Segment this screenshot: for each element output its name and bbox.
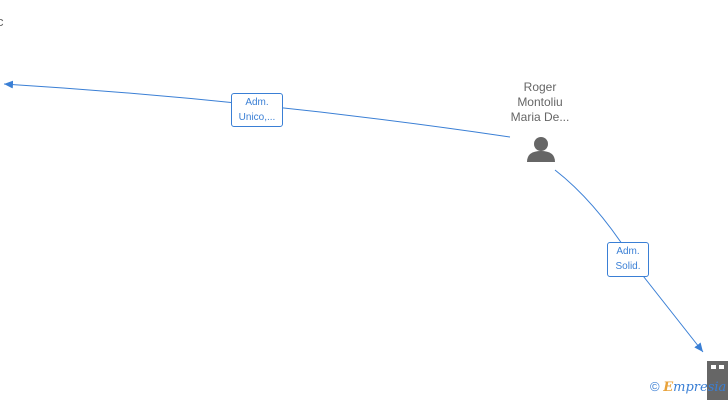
edge-label-adm-unico[interactable]: Adm. Unico,... bbox=[231, 93, 283, 127]
person-name[interactable]: Roger Montoliu Maria De... bbox=[500, 80, 580, 125]
person-name-line-3: Maria De... bbox=[510, 110, 570, 124]
building-icon[interactable] bbox=[707, 361, 728, 400]
brand-rest: mpresia bbox=[673, 380, 727, 395]
person-icon[interactable] bbox=[527, 137, 555, 162]
person-name-line-2: Montoliu bbox=[517, 95, 563, 109]
copyright-icon: © bbox=[650, 379, 660, 394]
person-name-line-1: Roger bbox=[523, 80, 557, 94]
empresia-watermark: © Empresia bbox=[650, 379, 726, 395]
edge-label-line-2: Solid. bbox=[615, 261, 641, 272]
brand-initial: E bbox=[663, 380, 674, 395]
edge-label-line-1: Adm. bbox=[245, 97, 269, 108]
edge-label-line-1: Adm. bbox=[616, 246, 640, 257]
partial-node-label: c bbox=[0, 14, 4, 29]
edge-label-adm-solid[interactable]: Adm. Solid. bbox=[607, 242, 649, 277]
edge-label-line-2: Unico,... bbox=[238, 112, 276, 123]
